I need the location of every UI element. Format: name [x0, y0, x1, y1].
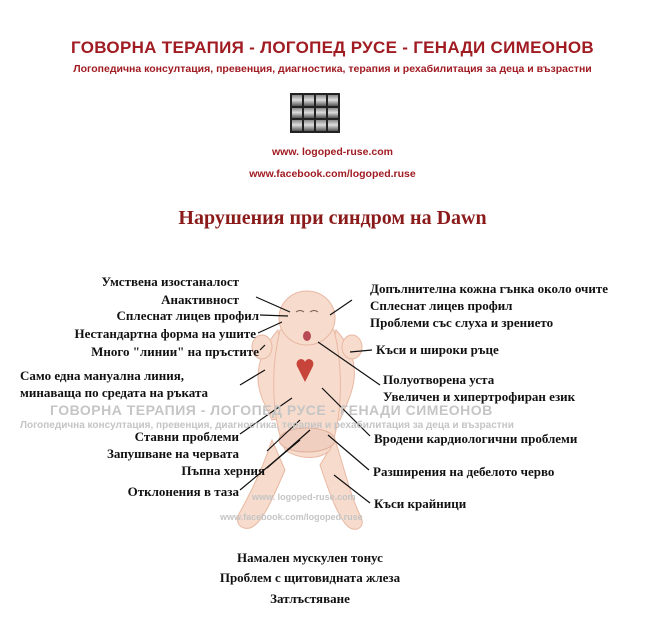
page-title: Нарушения при синдром на Dawn: [178, 207, 487, 229]
facebook-link[interactable]: www.facebook.com/logoped.ruse: [249, 168, 416, 180]
watermark-facebook: www.facebook.com/logoped.ruse: [220, 512, 363, 522]
label-flat-face-right: Сплеснат лицев профил: [370, 298, 513, 313]
label-flat-face-left: Сплеснат лицев профил: [116, 308, 259, 323]
label-colon-dilation: Разширения на дебелото черво: [373, 464, 555, 479]
watermark-subtitle: Логопедична консултация, превенция, диаг…: [20, 420, 514, 431]
label-muscle-tone: Намален мускулен тонус: [237, 550, 383, 565]
tongue-mark: [303, 331, 311, 341]
label-obesity: Затлъстяване: [270, 591, 350, 606]
site-subtitle: Логопедична консултация, превенция, диаг…: [73, 63, 592, 75]
label-single-palmar-1: Само една мануална линия,: [20, 368, 185, 383]
label-ear-shape: Нестандартна форма на ушите: [74, 326, 256, 341]
label-joint-problems: Ставни проблеми: [134, 429, 239, 444]
label-umbilical-hernia: Пъпна херния: [181, 463, 265, 478]
label-short-limbs: Къси крайници: [374, 496, 467, 511]
label-heart-problems: Вродени кардиологични проблеми: [374, 431, 578, 446]
label-anactivity: Анактивност: [161, 292, 239, 307]
website-link[interactable]: www. logoped-ruse.com: [272, 146, 393, 158]
label-single-palmar-2: минаваща по средата на ръката: [20, 385, 209, 400]
label-eye-fold: Допълнителна кожна гънка около очите: [370, 281, 608, 296]
label-open-mouth: Полуотворена уста: [383, 372, 495, 387]
label-thyroid: Проблем с щитовидната жлеза: [219, 570, 401, 585]
label-pelvis: Отклонения в таза: [127, 484, 239, 499]
label-intellectual-disability: Умствена изостаналост: [101, 274, 239, 289]
label-large-tongue: Увеличен и хипертрофиран език: [383, 389, 576, 404]
label-finger-lines: Много "линии" на пръстите: [91, 344, 259, 359]
watermark-website: www. logoped-ruse.com: [252, 492, 356, 502]
watermark-title: ГОВОРНА ТЕРАПИЯ - ЛОГОПЕД РУСЕ - ГЕНАДИ …: [50, 402, 493, 418]
site-logo: [290, 93, 340, 133]
label-bowel-obstruction: Запушване на червата: [107, 446, 239, 461]
heart-icon: [296, 359, 314, 382]
site-title: ГОВОРНА ТЕРАПИЯ - ЛОГОПЕД РУСЕ - ГЕНАДИ …: [71, 38, 594, 57]
label-hearing-vision: Проблеми със слуха и зрението: [370, 315, 554, 330]
label-short-hands: Къси и широки ръце: [376, 342, 499, 357]
